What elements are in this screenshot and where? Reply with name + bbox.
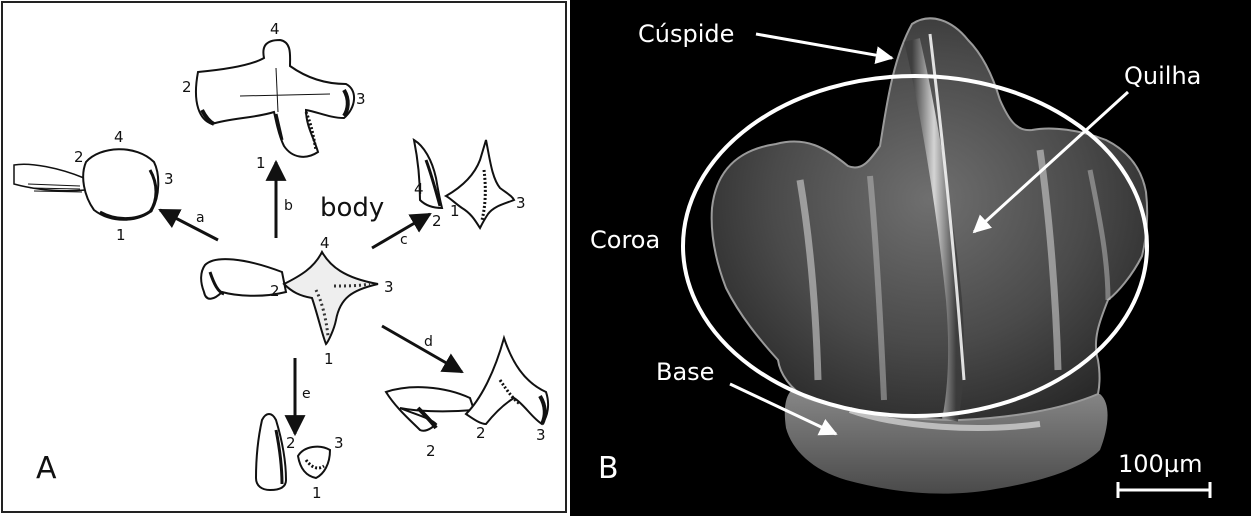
center-num-1: 1: [324, 350, 334, 368]
arrow-label-d: d: [424, 334, 433, 350]
view-e-num-1: 1: [312, 484, 322, 502]
center-num-2: 2: [270, 282, 280, 300]
body-label: body: [320, 193, 384, 223]
view-d-num-2b: 2: [476, 424, 486, 442]
panel-b-letter: B: [598, 451, 619, 486]
center-num-4: 4: [320, 234, 330, 252]
view-c-num-2: 2: [432, 212, 442, 230]
label-cuspide: Cúspide: [638, 20, 734, 48]
view-b-num-4: 4: [270, 20, 280, 38]
arrow-label-e: e: [302, 386, 311, 402]
arrow-label-b: b: [284, 198, 293, 214]
view-c-num-4: 4: [414, 180, 424, 198]
view-d-num-2a: 2: [426, 442, 436, 460]
arrow-label-a: a: [196, 210, 205, 226]
view-b-num-2: 2: [182, 78, 192, 96]
view-a-num-4: 4: [114, 128, 124, 146]
view-b-num-3: 3: [356, 90, 366, 108]
panel-a-letter: A: [36, 451, 57, 486]
view-b-num-1: 1: [256, 154, 266, 172]
arrow-label-c: c: [400, 232, 408, 248]
scale-bar: 100µm: [1118, 450, 1210, 498]
view-a-num-1: 1: [116, 226, 126, 244]
scale-bar-label: 100µm: [1118, 450, 1202, 478]
view-e-num-3: 3: [334, 434, 344, 452]
panel-b: Cúspide Quilha Coroa Base 100µm B: [570, 0, 1251, 516]
center-num-3: 3: [384, 278, 394, 296]
panel-a: a b c d e body 4 2 3 1 4 2 3 1 4 2 3 1 4…: [2, 2, 566, 512]
view-c-num-3: 3: [516, 194, 526, 212]
label-base: Base: [656, 358, 714, 386]
view-c-num-1: 1: [450, 202, 460, 220]
view-a-num-3: 3: [164, 170, 174, 188]
view-d-num-3: 3: [536, 426, 546, 444]
view-a-num-2: 2: [74, 148, 84, 166]
label-quilha: Quilha: [1124, 62, 1201, 90]
view-e-num-2: 2: [286, 434, 296, 452]
label-coroa: Coroa: [590, 226, 660, 254]
